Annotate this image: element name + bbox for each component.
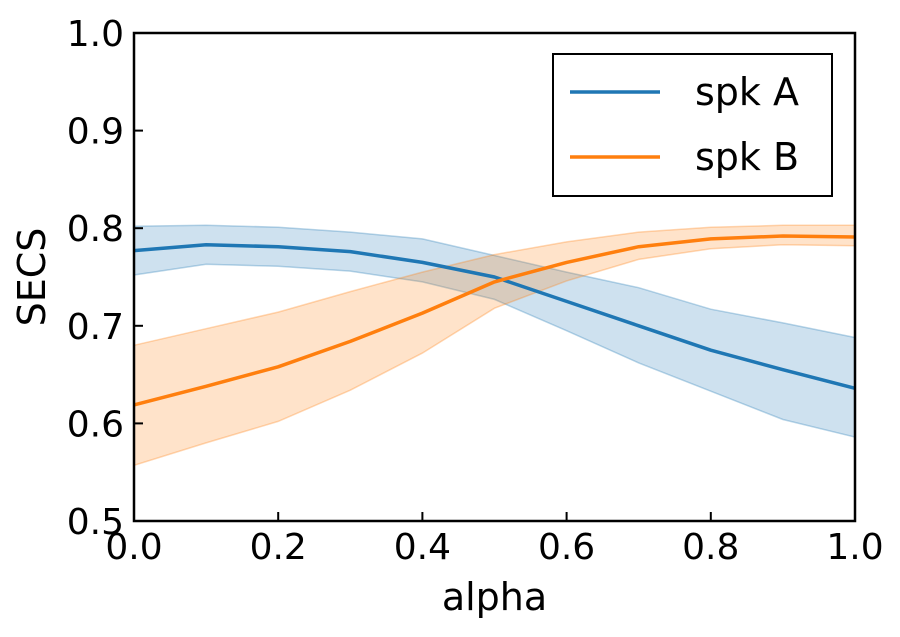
x-tick-label: 0.8 bbox=[682, 527, 739, 568]
y-tick-label: 0.7 bbox=[67, 307, 124, 348]
series-line-spk-a bbox=[133, 243, 856, 390]
y-tick-label: 0.8 bbox=[67, 209, 124, 250]
legend-label-spk-b: spk B bbox=[695, 135, 799, 179]
y-tick-label: 0.6 bbox=[67, 404, 124, 445]
series-line-spk-b bbox=[133, 234, 856, 407]
x-tick-label: 0.2 bbox=[250, 527, 307, 568]
y-axis-label: SECS bbox=[10, 228, 54, 327]
confidence-bands bbox=[133, 224, 856, 467]
legend-box bbox=[552, 53, 833, 197]
plot-frame bbox=[132, 31, 857, 523]
axis-ticks bbox=[133, 32, 856, 522]
x-axis-label: alpha bbox=[442, 575, 547, 619]
legend: spk A spk B bbox=[552, 53, 833, 197]
y-tick-label: 0.9 bbox=[67, 112, 124, 153]
series-lines bbox=[133, 234, 856, 407]
y-tick-label: 0.5 bbox=[67, 502, 124, 543]
y-tick-label: 1.0 bbox=[67, 14, 124, 55]
tick-labels: 0.0 0.2 0.4 0.6 0.8 1.0 0.5 0.6 0.7 0.8 0.9 1.0 bbox=[67, 14, 884, 568]
x-tick-label: 0.6 bbox=[538, 527, 595, 568]
x-tick-label: 0.0 bbox=[105, 527, 162, 568]
x-tick-label: 1.0 bbox=[826, 527, 883, 568]
x-tick-label: 0.4 bbox=[394, 527, 451, 568]
legend-label-spk-a: spk A bbox=[695, 70, 799, 114]
